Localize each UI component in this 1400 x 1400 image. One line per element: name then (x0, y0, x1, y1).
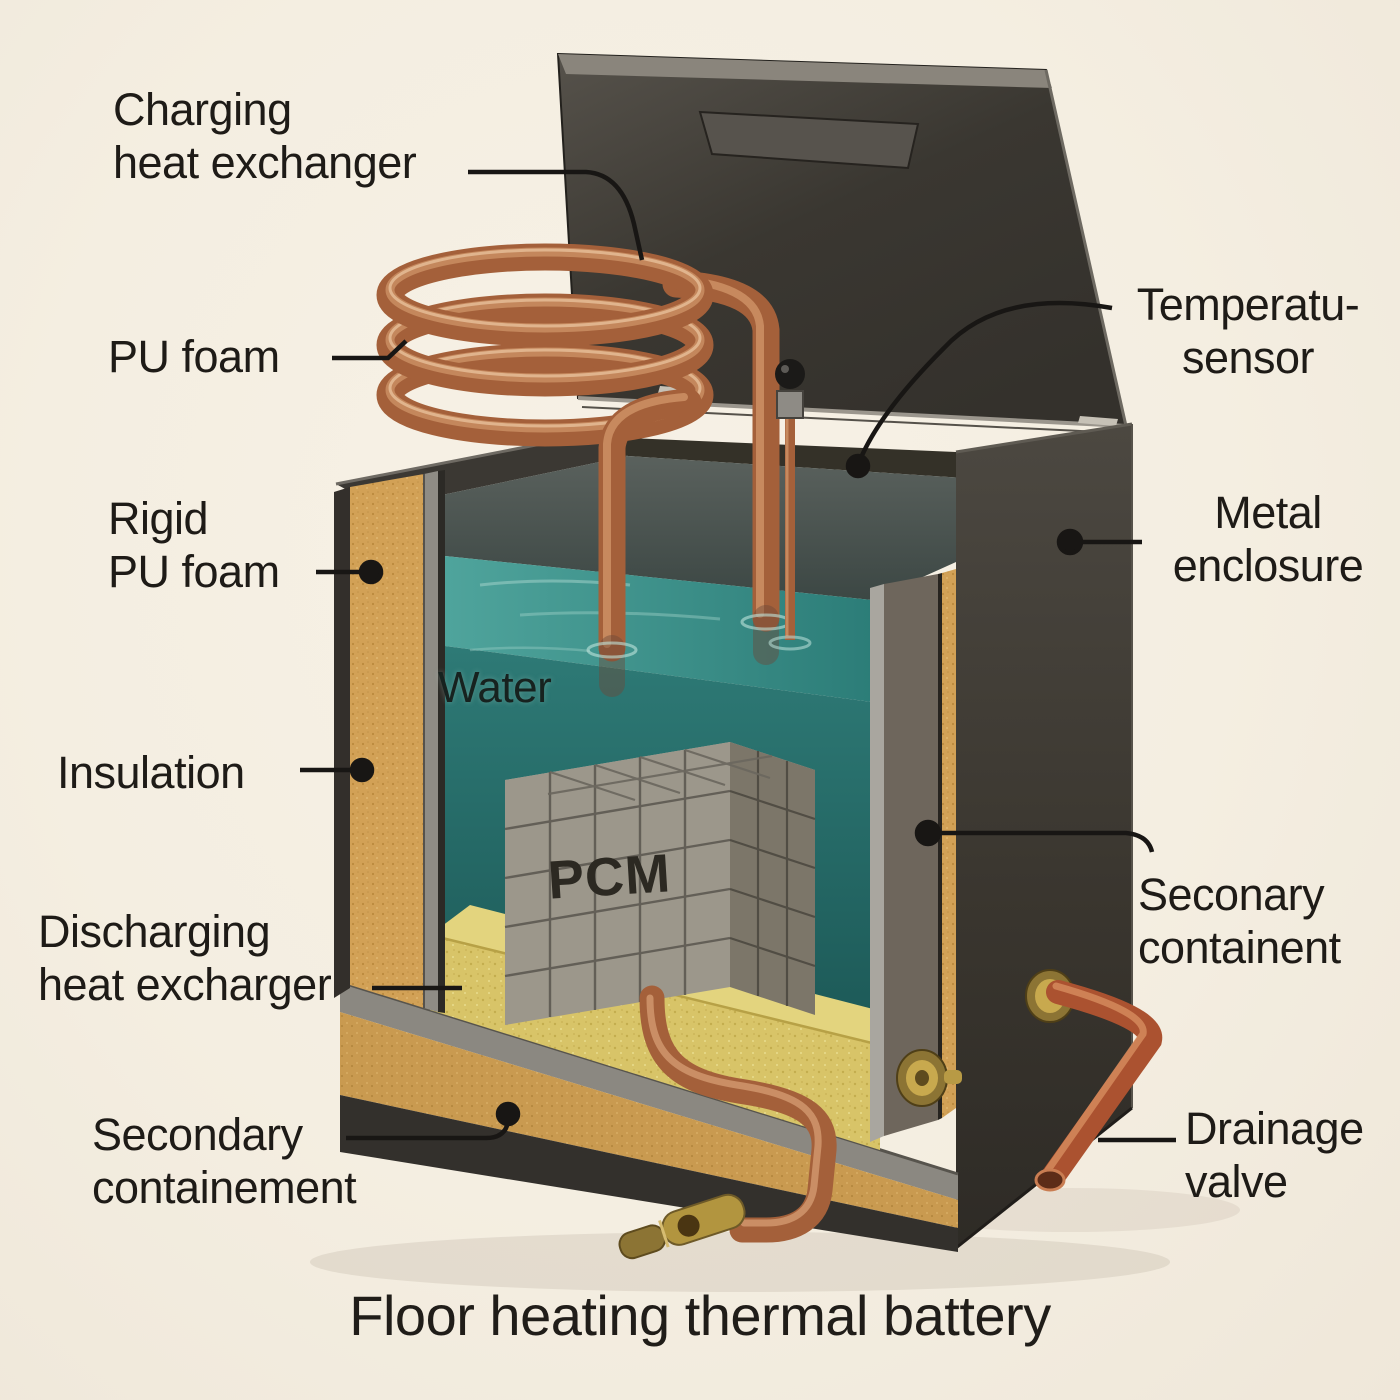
secondary-containment-panel (870, 569, 956, 1142)
enclosure-right-face (955, 422, 1133, 1250)
label-secondary-containment-right: Seconary containent (1138, 869, 1341, 974)
label-insulation: Insulation (57, 747, 245, 798)
label-charging-heat-exchanger: Charging heat exchanger (113, 84, 417, 189)
label-pcm: PCM (546, 843, 673, 911)
charging-coil (376, 243, 792, 697)
label-metal-enclosure: Metal enclosure (1172, 487, 1364, 592)
bottom-brass-valve (618, 1193, 746, 1260)
label-water: Water (438, 663, 552, 712)
label-secondary-containment-left: Secondary containement (92, 1109, 357, 1214)
discharging-pipe (639, 985, 837, 1243)
leader-lines (300, 169, 1176, 1143)
left-wall-cut (334, 470, 445, 1013)
drain-valve-assembly (1025, 969, 1163, 1192)
side-brass-fitting (896, 1049, 962, 1107)
label-discharging-heat-exchanger: Discharging heat excharger (38, 906, 332, 1011)
diagram-title: Floor heating thermal battery (349, 1284, 1051, 1347)
label-temperature-sensor: Temperatu- sensor (1136, 279, 1360, 384)
label-rigid-pu-foam: Rigid PU foam (108, 493, 280, 598)
pcm-cube (504, 742, 816, 1025)
temperature-sensor-probe (768, 359, 812, 651)
tank-inner-back-face (380, 456, 964, 600)
label-drainage-valve: Drainage valve (1185, 1103, 1364, 1208)
label-pu-foam: PU foam (108, 331, 280, 382)
